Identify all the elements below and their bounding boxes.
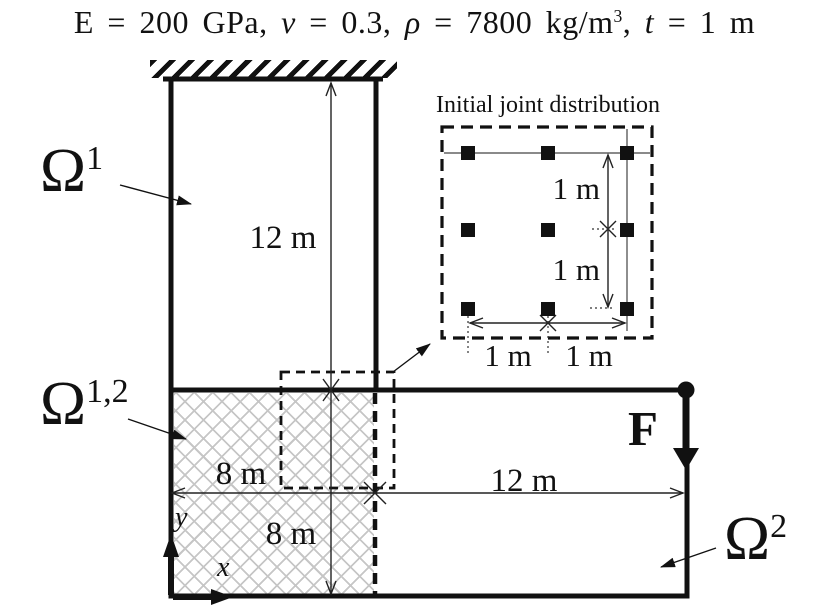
y-axis-arrow-head [163,534,179,557]
omega2-symbol: Ω [724,505,771,573]
prop-t-symbol: t [644,4,655,40]
joint-square [461,302,475,316]
fixed-support-hatch [150,60,397,78]
dim-arrow-right [669,487,685,499]
dotted-extension-lines [467,228,614,353]
prop-nu-symbol: ν [281,4,296,40]
omega12-symbol: Ω [40,370,87,438]
joint-square [461,146,475,160]
inset-dim-arrow-right [611,317,627,329]
prop-rho-symbol: ρ [404,4,421,40]
omega2-superscript: 2 [770,508,788,545]
prop-E: E = 200 GPa, [73,4,282,40]
prop-t-value: = 1 m [654,4,756,40]
x-axis-label: x [217,552,230,583]
overlap-height-label: 8 m [265,516,317,552]
inset-vertical-spacing-1: 1 m [552,171,600,206]
inset-vertical-spacing-2: 1 m [552,252,600,287]
joint-square [541,302,555,316]
dim-cross-boundary [363,481,387,505]
joint-squares [461,146,634,316]
joint-zoom-source-box [279,370,396,490]
force-label: F [628,401,658,456]
inset-horizontal-spacing-1: 1 m [484,338,532,373]
prop-rho-exponent: 3 [613,6,623,27]
load-point-dot [677,381,695,399]
omega1-label: Ω1 [40,140,103,202]
force-and-axes [163,381,699,605]
dashed-boundaries [279,125,654,595]
joint-square [620,223,634,237]
dim-arrow-up-top [325,81,337,97]
omega2-leader-arrow [660,547,717,568]
omega12-leader-arrow [127,418,187,440]
omega12-superscript: 1,2 [86,373,129,410]
inset-horizontal-spacing-2: 1 m [565,338,613,373]
omega1-superscript: 1 [86,140,104,177]
column-height-label: 12 m [249,220,317,256]
joint-square [620,302,634,316]
inset-dim-arrow-up [602,153,614,169]
leader-arrows [119,184,717,568]
omega2-label: Ω2 [724,508,787,570]
dim-cross-junction [322,378,340,402]
y-axis-label: y [175,502,188,533]
beam-length-label: 12 m [490,463,558,499]
omega12-label: Ω1,2 [40,373,129,435]
force-arrow-head [673,448,699,470]
omega1-leader-arrow [119,184,192,206]
joint-square [541,223,555,237]
inset-leader-arrow [392,343,431,373]
overlap-width-label: 8 m [215,456,267,492]
prop-nu-value: = 0.3, [295,4,405,40]
dim-arrow-left [170,487,186,499]
x-axis-arrow-head [211,589,233,605]
joint-square [461,223,475,237]
inset-dim-arrow-left [468,317,484,329]
joint-square [620,146,634,160]
inset-dim-arrow-down [602,293,614,309]
joint-square [541,146,555,160]
inset-title: Initial joint distribution [436,92,660,118]
omega1-symbol: Ω [40,137,87,205]
material-properties: E = 200 GPa, ν = 0.3, ρ = 7800 kg/m3, t … [0,4,829,41]
prop-comma: , [622,4,645,40]
prop-rho-value: = 7800 kg/m [420,4,614,40]
dim-arrow-down-bottom [325,580,337,596]
inset-dashed-box [440,125,654,340]
